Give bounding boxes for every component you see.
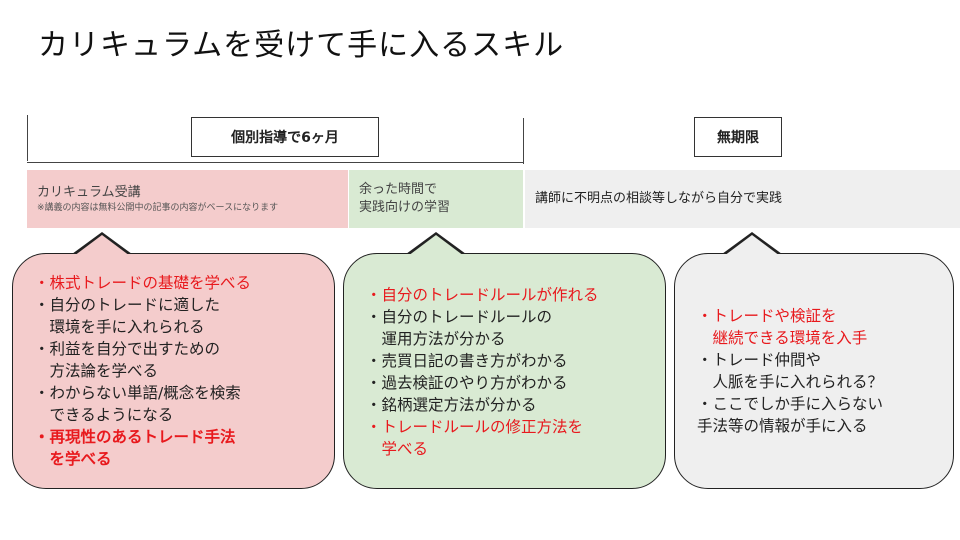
skill-item: 学べる [366, 440, 429, 458]
timeline-mid-tick [523, 118, 524, 164]
band-practice-line2: 実践向けの学習 [359, 200, 451, 215]
band-curriculum-note: ※講義の内容は無料公開中の記事の内容がベースになります [37, 203, 279, 213]
skills-bubble-mentor [674, 253, 954, 489]
skills-list-mentor: ・トレードや検証を 継続できる環境を入手 ・トレード仲間や 人脈を手に入れられる… [697, 305, 883, 437]
skill-item: ・銘柄選定方法が分かる [366, 396, 537, 414]
skill-item: ・トレード仲間や [697, 351, 822, 369]
skill-item: 人脈を手に入れられる？ [697, 373, 884, 391]
band-practice: 余った時間で 実践向けの学習 [349, 170, 523, 228]
skill-item: ・トレードや検証を [697, 307, 837, 325]
period-label-unlimited: 無期限 [694, 117, 782, 157]
skill-item: ・トレードルールの修正方法を [366, 418, 584, 436]
skills-list-curriculum: ・株式トレードの基礎を学べる ・自分のトレードに適した 環境を手に入れられる ・… [34, 272, 251, 470]
skill-item: ・自分のトレードルールの [366, 308, 553, 326]
skills-bubble-curriculum [12, 253, 335, 489]
skill-item: 方法論を学べる [34, 362, 159, 380]
skill-item: 継続できる環境を入手 [697, 329, 868, 347]
timeline-start-tick [27, 115, 28, 161]
skill-item: ・自分のトレードに適した [34, 296, 221, 314]
skill-item: ・自分のトレードルールが作れる [366, 286, 599, 304]
skill-item: ・売買日記の書き方がわかる [366, 352, 568, 370]
band-mentor-label: 講師に不明点の相談等しながら自分で実践 [535, 191, 783, 206]
skill-item: 手法等の情報が手に入る [697, 417, 868, 435]
slide-title: カリキュラムを受けて手に入るスキル [38, 28, 565, 63]
skill-item: ・利益を自分で出すための [34, 340, 221, 358]
skill-item: ・再現性のあるトレード手法 [34, 428, 236, 446]
skill-item: ・ここでしか手に入らない [697, 395, 884, 413]
skill-item: ・過去検証のやり方がわかる [366, 374, 568, 392]
band-mentor: 講師に不明点の相談等しながら自分で実践 [525, 170, 960, 228]
skill-item: を学べる [34, 450, 112, 468]
skill-item: ・わからない単語/概念を検索 [34, 384, 241, 402]
skill-item: 環境を手に入れられる [34, 318, 205, 336]
skills-bubble-practice [343, 253, 666, 489]
band-curriculum-label: カリキュラム受講 [37, 185, 141, 200]
skills-list-practice: ・自分のトレードルールが作れる ・自分のトレードルールの 運用方法が分かる ・売… [366, 284, 599, 460]
timeline-line [27, 162, 524, 163]
skill-item: できるようになる [34, 406, 174, 424]
skill-item: 運用方法が分かる [366, 330, 506, 348]
band-practice-line1: 余った時間で [359, 182, 438, 197]
period-label-6-months: 個別指導で6ヶ月 [191, 117, 379, 157]
band-curriculum: カリキュラム受講 ※講義の内容は無料公開中の記事の内容がベースになります [27, 170, 348, 228]
skill-item: ・株式トレードの基礎を学べる [34, 274, 252, 292]
